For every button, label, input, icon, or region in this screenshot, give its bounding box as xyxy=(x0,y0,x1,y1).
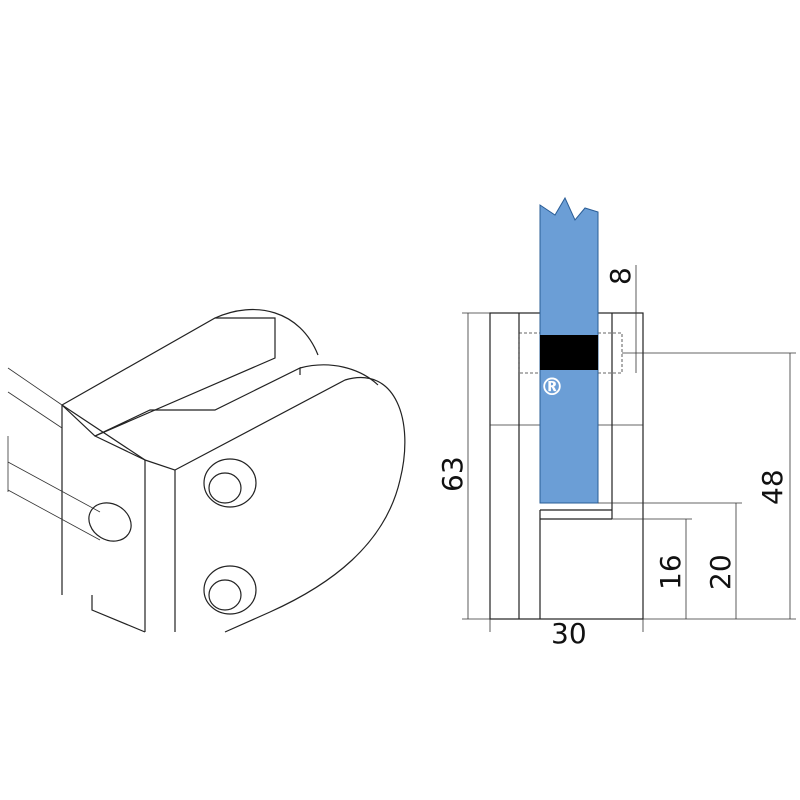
dim-label-30: 30 xyxy=(551,617,587,650)
dim-label-20: 20 xyxy=(704,554,737,590)
registered-mark: ® xyxy=(540,373,564,401)
dim-label-16: 16 xyxy=(654,554,687,590)
gasket xyxy=(540,335,598,370)
clamp-bottom-notch xyxy=(91,595,146,633)
slot-base xyxy=(539,509,612,619)
clamp-side-edge xyxy=(144,459,176,632)
mounting-hole-lower-inner xyxy=(208,579,242,611)
section-view: ® 63 48 8 16 20 30 xyxy=(436,196,796,650)
clamp-front-face xyxy=(61,404,146,632)
glass-panel-edges xyxy=(7,367,101,541)
mounting-hole-upper xyxy=(203,458,257,508)
mounting-hole-upper-inner xyxy=(208,472,242,504)
clamp-front-body xyxy=(174,377,406,633)
dim-label-8: 8 xyxy=(604,267,637,285)
glass-hole xyxy=(88,502,132,542)
dim-label-63: 63 xyxy=(436,456,469,492)
clamp-top-arc xyxy=(299,364,379,386)
clamp-slot-edge xyxy=(94,367,301,437)
mounting-hole-lower xyxy=(203,565,257,615)
clamp-face-edge xyxy=(94,435,146,461)
clamp-top-face xyxy=(60,317,276,437)
clamp-upper-lobe xyxy=(214,308,319,356)
isometric-clamp-view xyxy=(7,308,406,633)
bolt-right-hidden xyxy=(597,332,623,374)
dim-label-48: 48 xyxy=(756,469,789,505)
bolt-left-hidden xyxy=(518,332,542,374)
